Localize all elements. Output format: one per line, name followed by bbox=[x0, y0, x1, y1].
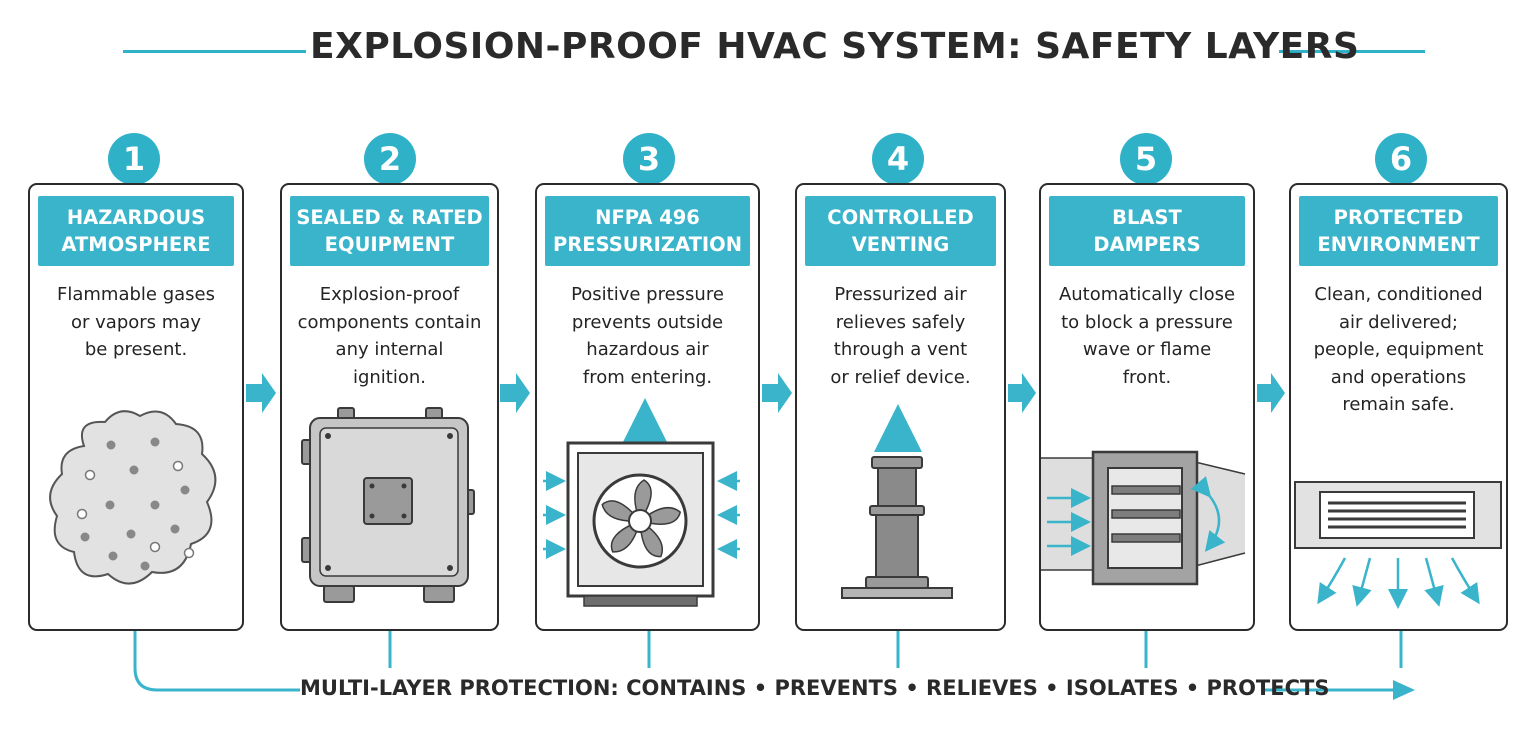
title-rule-right bbox=[1279, 50, 1425, 53]
step-4-card: CONTROLLED VENTING Pressurized air relie… bbox=[795, 183, 1006, 631]
step-5-number: 5 bbox=[1120, 133, 1172, 185]
step-4-header: CONTROLLED VENTING bbox=[805, 196, 996, 266]
step-2-header: SEALED & RATED EQUIPMENT bbox=[290, 196, 489, 266]
step-1-number: 1 bbox=[108, 133, 160, 185]
step-4-description: Pressurized air relieves safely through … bbox=[830, 284, 971, 388]
diagram-title: EXPLOSION-PROOF HVAC SYSTEM: SAFETY LAYE… bbox=[310, 26, 1360, 67]
bottom-arrowhead bbox=[1393, 680, 1415, 700]
flow-arrow-5-6 bbox=[1257, 373, 1285, 413]
step-6-card: PROTECTED ENVIRONMENT Clean, conditioned… bbox=[1289, 183, 1508, 631]
step-1-description: Flammable gases or vapors may be present… bbox=[57, 284, 215, 360]
gas-cloud-icon bbox=[49, 410, 217, 585]
relief-vent-icon bbox=[841, 404, 953, 599]
step-5-description: Automatically close to block a pressure … bbox=[1058, 284, 1236, 388]
step-6-header: PROTECTED ENVIRONMENT bbox=[1299, 196, 1498, 266]
step-6-number: 6 bbox=[1375, 133, 1427, 185]
step-3-description: Positive pressure prevents outside hazar… bbox=[571, 284, 724, 388]
blast-damper-icon bbox=[1041, 450, 1246, 586]
air-diffuser-icon bbox=[1294, 481, 1502, 609]
step-6-description: Clean, conditioned air delivered; people… bbox=[1313, 284, 1484, 415]
bottom-line-left bbox=[133, 667, 300, 692]
step-1-header: HAZARDOUS ATMOSPHERE bbox=[38, 196, 234, 266]
step-2-description: Explosion-proof components contain any i… bbox=[297, 284, 482, 388]
title-rule-left bbox=[123, 50, 306, 53]
pressurization-fan-icon bbox=[543, 398, 740, 607]
sealed-enclosure-icon bbox=[301, 407, 475, 603]
step-5-header: BLAST DAMPERS bbox=[1049, 196, 1245, 266]
flow-arrow-2-3 bbox=[500, 373, 530, 413]
flow-arrow-3-4 bbox=[762, 373, 792, 413]
step-4-number: 4 bbox=[872, 133, 924, 185]
step-3-number: 3 bbox=[623, 133, 675, 185]
footer-summary: MULTI-LAYER PROTECTION: CONTAINS • PREVE… bbox=[300, 676, 1330, 700]
step-2-number: 2 bbox=[364, 133, 416, 185]
step-3-header: NFPA 496 PRESSURIZATION bbox=[545, 196, 750, 266]
flow-arrow-1-2 bbox=[246, 373, 276, 413]
step-1-card: HAZARDOUS ATMOSPHERE Flammable gases or … bbox=[28, 183, 244, 631]
flow-arrow-4-5 bbox=[1008, 373, 1036, 413]
